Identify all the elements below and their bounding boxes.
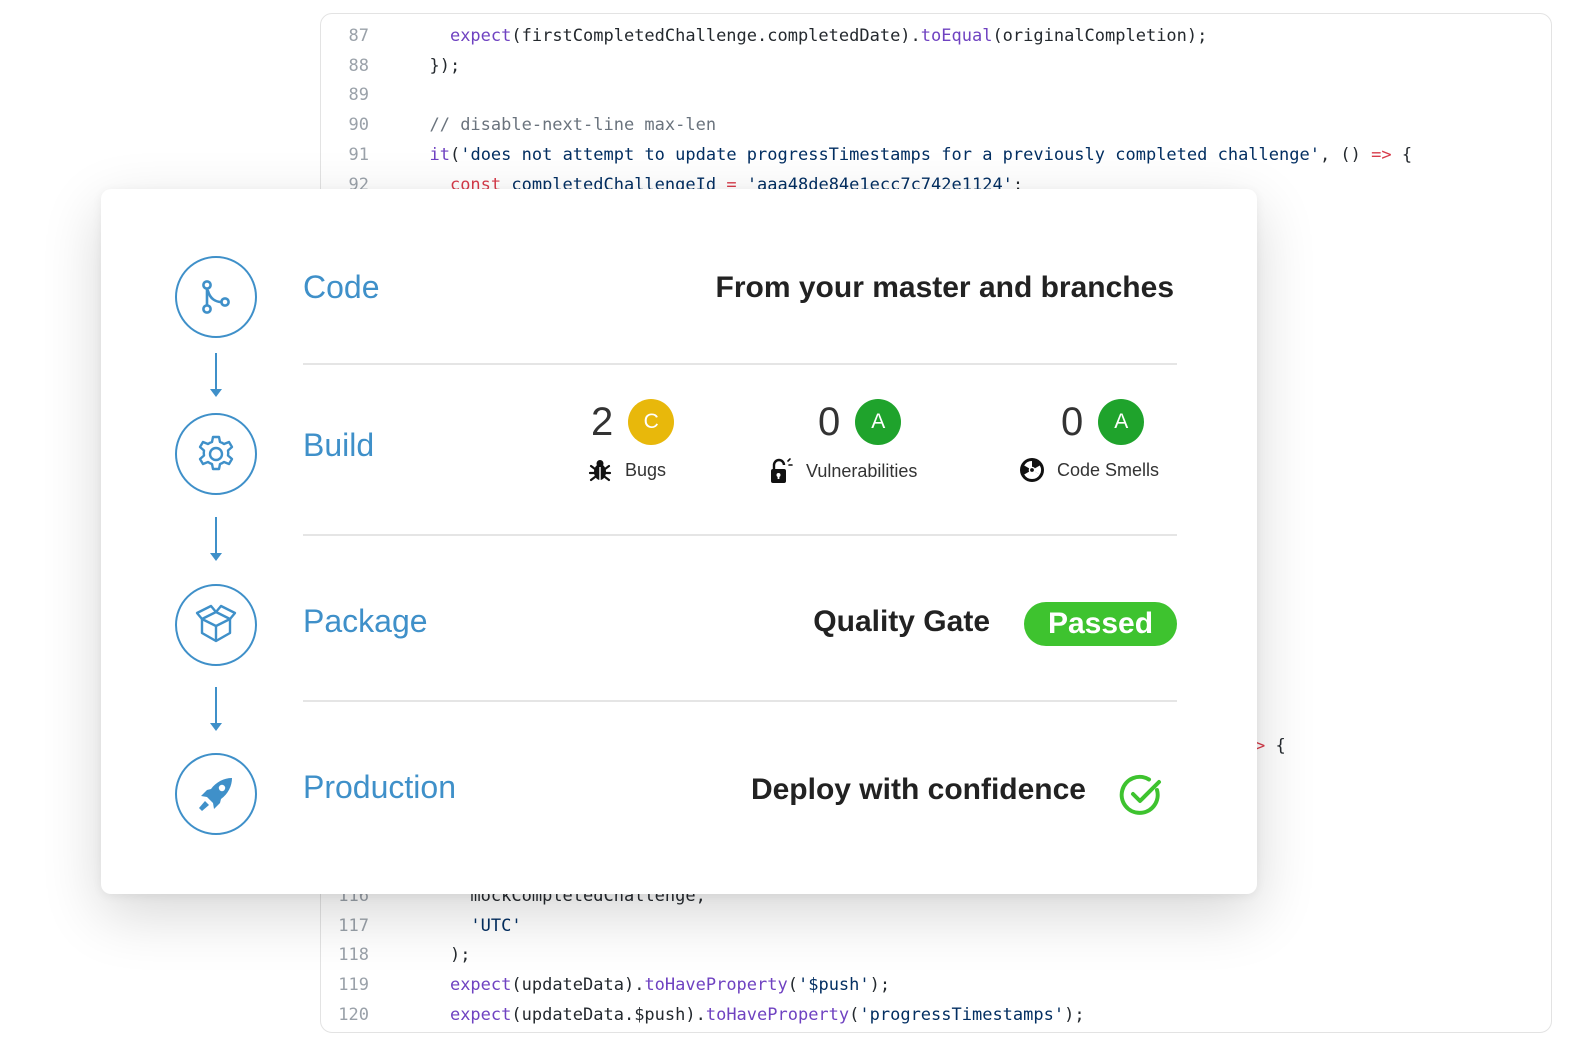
code-line: 118 ); bbox=[321, 940, 470, 970]
production-description: Deploy with confidence bbox=[750, 773, 1086, 806]
step-label-code: Code bbox=[303, 269, 380, 305]
code-token: { bbox=[1391, 144, 1413, 165]
production-step-circle bbox=[175, 753, 257, 835]
code-token: 'progressTimestamps' bbox=[859, 1004, 1065, 1025]
check-circle-icon bbox=[1119, 774, 1161, 815]
unlocked-padlock-icon bbox=[771, 458, 793, 483]
code-token: toHaveProperty bbox=[644, 975, 788, 996]
code-line: 88 }); bbox=[321, 51, 461, 81]
code-token: toHaveProperty bbox=[705, 1004, 850, 1025]
rating-badge: A bbox=[855, 399, 902, 445]
line-number: 88 bbox=[348, 55, 369, 76]
code-token: ); bbox=[449, 945, 471, 966]
bug-icon bbox=[588, 460, 612, 482]
metric-value: 2 bbox=[591, 399, 614, 444]
metric-label: Vulnerabilities bbox=[806, 460, 918, 481]
code-token: ( bbox=[449, 144, 461, 165]
metric-label: Bugs bbox=[625, 459, 667, 480]
code-token: => bbox=[1371, 144, 1392, 165]
code-token: expect bbox=[449, 26, 512, 46]
code-token: expect bbox=[449, 975, 512, 996]
arrow-down-icon bbox=[210, 517, 222, 561]
code-token: ( bbox=[849, 1004, 860, 1025]
step-label-build: Build bbox=[303, 427, 375, 463]
build-step-circle bbox=[175, 413, 257, 495]
line-number: 91 bbox=[348, 144, 369, 165]
code-token: (firstCompletedChallenge.completedDate). bbox=[511, 26, 921, 46]
arrow-down-icon bbox=[210, 353, 222, 397]
code-token: ); bbox=[1064, 1004, 1085, 1025]
metric-label: Code Smells bbox=[1057, 459, 1160, 480]
code-token: 'does not attempt to update progressTime… bbox=[460, 144, 1320, 165]
line-number: 118 bbox=[338, 945, 369, 966]
gear-icon bbox=[198, 435, 234, 471]
rocket-icon bbox=[199, 778, 232, 811]
line-number: 120 bbox=[338, 1004, 369, 1025]
radiation-icon bbox=[1020, 458, 1044, 482]
rating-badge: C bbox=[628, 399, 675, 445]
code-token: toEqual bbox=[920, 26, 993, 46]
arrow-down-icon bbox=[210, 687, 222, 731]
code-line: 91 it('does not attempt to update progre… bbox=[321, 140, 1413, 170]
code-line: 89 bbox=[321, 80, 409, 110]
metric-value: 0 bbox=[818, 399, 841, 444]
rating-badge: A bbox=[1098, 399, 1145, 445]
code-line: 90 // disable-next-line max-len bbox=[321, 110, 717, 140]
line-number: 89 bbox=[348, 85, 369, 106]
code-token: ( bbox=[787, 975, 798, 996]
code-token: (updateData). bbox=[511, 975, 645, 996]
code-token: 'UTC' bbox=[470, 915, 522, 936]
divider bbox=[303, 363, 1177, 365]
metric-value: 0 bbox=[1061, 399, 1084, 444]
divider bbox=[303, 534, 1177, 536]
code-token: (updateData.$push). bbox=[511, 1004, 706, 1025]
code-line: 120 expect(updateData.$push).toHavePrope… bbox=[321, 1000, 1085, 1030]
metric-code-smells: 0 A Code Smells bbox=[1020, 399, 1159, 483]
pipeline-card: Code Build Package Production From your … bbox=[101, 189, 1257, 894]
code-line: 87 expect(firstCompletedChallenge.comple… bbox=[321, 21, 1208, 51]
quality-gate-status-badge: Passed bbox=[1024, 602, 1177, 646]
code-token: ; bbox=[1012, 174, 1024, 195]
code-fragment: > { bbox=[1255, 731, 1286, 761]
code-token: '$push' bbox=[797, 975, 870, 996]
code-token: it bbox=[429, 144, 450, 165]
code-token: ); bbox=[869, 975, 891, 996]
line-number: 119 bbox=[338, 975, 369, 996]
metric-bugs: 2 C Bugs bbox=[588, 399, 675, 483]
code-step-circle bbox=[175, 256, 257, 338]
code-line: 119 expect(updateData).toHaveProperty('$… bbox=[321, 970, 890, 1000]
code-token: { bbox=[1275, 736, 1286, 756]
box-icon bbox=[195, 604, 237, 643]
code-description: From your master and branches bbox=[715, 271, 1174, 304]
package-step-circle bbox=[175, 584, 257, 666]
code-token: // disable-next-line max-len bbox=[429, 115, 717, 136]
line-number: 87 bbox=[348, 26, 369, 46]
line-number: 117 bbox=[338, 915, 369, 936]
metric-vulnerabilities: 0 A Vulnerabilities bbox=[771, 399, 917, 485]
code-token: = bbox=[726, 174, 737, 195]
git-branch-icon bbox=[202, 280, 230, 314]
code-token: > bbox=[1255, 736, 1276, 756]
divider bbox=[303, 700, 1177, 702]
code-token: expect bbox=[449, 1004, 512, 1025]
quality-gate-label: Quality Gate bbox=[813, 605, 990, 638]
code-line: 117 'UTC' bbox=[321, 911, 522, 941]
step-label-package: Package bbox=[303, 603, 428, 639]
code-token: , () bbox=[1319, 144, 1372, 165]
code-token: (originalCompletion); bbox=[992, 26, 1208, 46]
line-number: 90 bbox=[348, 115, 369, 136]
code-token: }); bbox=[429, 55, 461, 76]
step-label-production: Production bbox=[303, 769, 456, 805]
